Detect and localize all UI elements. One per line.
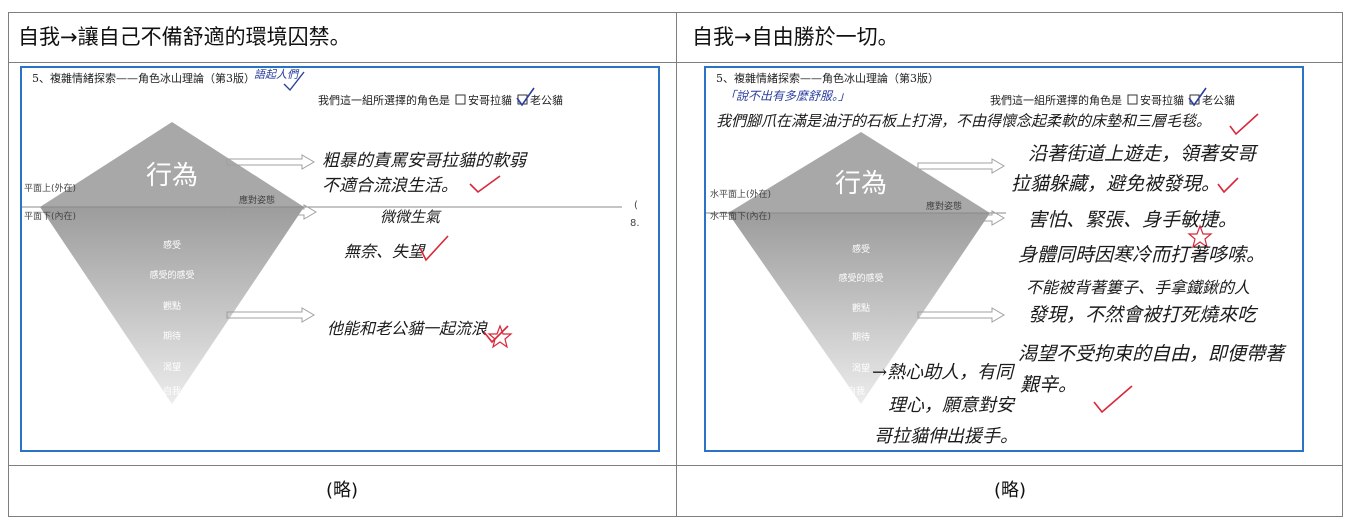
column-divider xyxy=(676,12,677,517)
header-row-divider xyxy=(8,62,1343,63)
level-feeling: 感受 xyxy=(163,239,181,251)
header-left-cell: 自我→讓自己不備舒適的環境囚禁。 xyxy=(18,25,351,49)
answer-expectation: 他能和老公貓一起流浪 xyxy=(327,319,488,338)
choice-prompt: 我們這一組所選擇的角色是 xyxy=(990,93,1122,107)
red-check-feeling xyxy=(419,235,449,262)
left-iceberg-worksheet: 5、複雜情緒探索——角色冰山理論（第3版） 語起人們 我們這一組所選擇的角色是 … xyxy=(22,68,640,404)
answer-self-line-2: 理心，願意對安 xyxy=(888,395,1016,416)
answer-yearning-line-1: 渴望不受拘束的自由，即便帶著 xyxy=(1018,343,1287,365)
note-check-mark xyxy=(283,71,305,92)
edge-fragment-1: ( xyxy=(634,200,638,211)
worksheet-title: 5、複雜情緒探索——角色冰山理論（第3版） xyxy=(716,71,939,85)
iceberg-above-water xyxy=(728,132,990,213)
answer-feeling: 害怕、緊張、身手敏捷。 xyxy=(1028,209,1237,231)
surface-above-label: 平面上(外在) xyxy=(24,182,76,194)
surface-below-label: 水平面下(內在) xyxy=(710,210,771,222)
level-yearning: 渴望 xyxy=(163,361,181,373)
footer-right-cell: (略) xyxy=(993,480,1027,501)
table-frame xyxy=(8,12,1343,517)
worksheet-title: 5、複雜情緒探索——角色冰山理論（第3版） xyxy=(32,71,255,85)
red-check-yearning xyxy=(1093,385,1133,414)
choice-option-1: 安哥拉貓 xyxy=(468,93,512,107)
level-self: 自我 xyxy=(847,385,865,397)
level-feeling: 感受 xyxy=(852,243,870,255)
red-check-behavior xyxy=(1217,177,1239,194)
arrow-feeling xyxy=(226,204,317,220)
checkbox-check-mark xyxy=(516,87,535,107)
red-check-expectation xyxy=(483,325,509,344)
level-yearning: 渴望 xyxy=(852,362,870,374)
answer-behavior-line-1: 沿著街道上遊走，領著安哥 xyxy=(1028,143,1259,165)
handwritten-note: 語起人們 xyxy=(254,68,300,81)
level-expectation: 期待 xyxy=(852,331,870,343)
right-worksheet-image: 5、複雜情緒探索——角色冰山理論（第3版） 「說不出有多麼舒服。」 我們這一組所… xyxy=(704,66,1304,452)
coping-stance-label: 應對姿態 xyxy=(926,200,962,212)
right-iceberg-worksheet: 5、複雜情緒探索——角色冰山理論（第3版） 「說不出有多麼舒服。」 我們這一組所… xyxy=(706,71,1287,447)
level-self: 自我 xyxy=(163,385,181,397)
left-worksheet-image: 5、複雜情緒探索——角色冰山理論（第3版） 語起人們 我們這一組所選擇的角色是 … xyxy=(20,66,660,452)
answer-feeling-of-feeling: 身體同時因寒冷而打著哆嗦。 xyxy=(1018,244,1265,266)
answer-behavior-line-2: 拉貓躲藏，避免被發現。 xyxy=(1011,173,1220,195)
level-feeling-of-feeling: 感受的感受 xyxy=(838,272,883,284)
choice-option-1: 安哥拉貓 xyxy=(1140,93,1184,107)
level-behavior: 行為 xyxy=(835,169,887,199)
answer-feeling-of-feeling: 無奈、失望 xyxy=(344,242,426,261)
choice-option-2: 老公貓 xyxy=(1202,94,1235,107)
iceberg-below-water xyxy=(728,213,990,404)
header-right-cell: 自我→自由勝於一切。 xyxy=(692,25,899,49)
answer-expectation-line-2: 發現，不然會被打死燒來吃 xyxy=(1028,304,1259,326)
answer-feeling: 微微生氣 xyxy=(380,208,442,226)
choice-prompt: 我們這一組所選擇的角色是 xyxy=(318,93,450,107)
answer-expectation-line-1: 不能被背著簍子、手拿鐵鍬的人 xyxy=(1026,278,1250,297)
surface-above-label: 水平面上(外在) xyxy=(710,188,771,200)
footer-left-cell: (略) xyxy=(325,480,359,501)
footer-row-divider xyxy=(8,465,1343,466)
surface-below-label: 平面下(內在) xyxy=(24,210,76,222)
answer-behavior-line-2: 不適合流浪生活。 xyxy=(322,176,458,196)
red-check-intro xyxy=(1229,113,1259,136)
checkbox-option-1 xyxy=(1127,94,1138,105)
edge-fragment-2: 8. xyxy=(630,218,640,229)
level-feeling-of-feeling: 感受的感受 xyxy=(149,269,194,281)
coping-stance-label: 應對姿態 xyxy=(239,194,275,206)
arrow-expectation xyxy=(226,307,315,323)
choice-option-2: 老公貓 xyxy=(530,94,563,107)
answer-behavior-line-1: 粗暴的責罵安哥拉貓的軟弱 xyxy=(322,151,528,171)
iceberg-above-water xyxy=(40,122,304,207)
level-perception: 觀點 xyxy=(852,302,870,314)
arrow-feeling xyxy=(917,210,1005,226)
checkbox-check-mark xyxy=(1188,87,1207,107)
answer-yearning-line-2: 艱辛。 xyxy=(1020,374,1077,396)
red-star-mark xyxy=(1187,224,1213,249)
arrow-behavior xyxy=(226,154,315,170)
arrow-expectation xyxy=(917,307,1005,323)
answer-self-line-3: 哥拉貓伸出援手。 xyxy=(874,426,1018,447)
level-expectation: 期待 xyxy=(163,330,181,342)
handwritten-intro: 我們腳爪在滿是油汙的石板上打滑，不由得懷念起柔軟的床墊和三層毛毯。 xyxy=(716,112,1211,130)
level-perception: 觀點 xyxy=(163,300,181,312)
red-star-mark xyxy=(487,324,513,349)
arrow-behavior xyxy=(917,158,1005,174)
iceberg-below-water xyxy=(40,207,304,404)
red-check-behavior xyxy=(469,175,501,194)
handwritten-quote: 「說不出有多麼舒服。」 xyxy=(724,89,850,103)
level-behavior: 行為 xyxy=(146,161,198,191)
checkbox-option-1 xyxy=(455,94,466,105)
answer-self-line-1: →熱心助人，有同 xyxy=(872,362,1015,383)
